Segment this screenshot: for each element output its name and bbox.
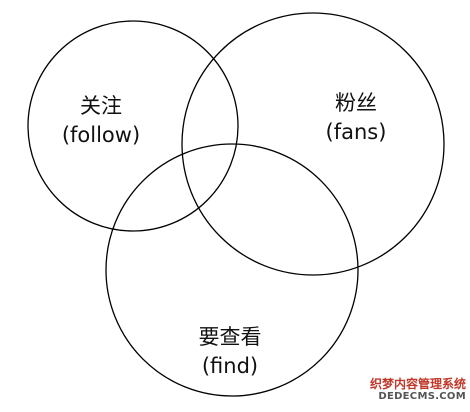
fans-sublabel: (fans) xyxy=(326,120,387,144)
follow-label: 关注 xyxy=(80,94,122,118)
find-label: 要查看 xyxy=(199,325,262,349)
follow-sublabel: (follow) xyxy=(62,123,140,147)
follow-circle xyxy=(27,20,239,232)
watermark-domain: DEDECMS.COM xyxy=(378,391,466,403)
watermark: 织梦内容管理系统 DEDECMS.COM xyxy=(358,377,466,408)
find-sublabel: (find) xyxy=(202,354,258,378)
fans-label: 粉丝 xyxy=(335,91,377,115)
find-circle xyxy=(105,143,359,397)
watermark-title: 织梦内容管理系统 xyxy=(369,377,466,391)
fans-circle xyxy=(181,12,445,276)
